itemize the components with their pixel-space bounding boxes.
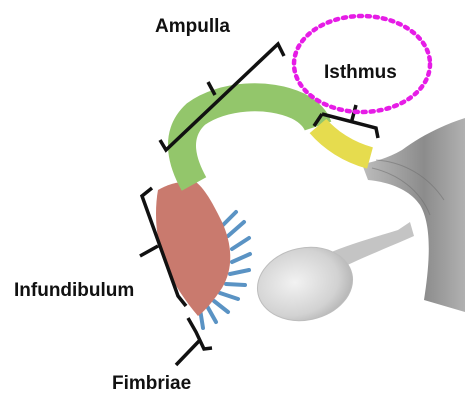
fimbria-strand	[207, 306, 216, 322]
fimbria-strand	[226, 284, 245, 285]
fimbria-strand	[230, 270, 249, 274]
fimbria-strand	[232, 254, 250, 262]
isthmus-segment	[318, 126, 370, 158]
ampulla-segment	[182, 97, 318, 184]
isthmus-label: Isthmus	[324, 62, 397, 83]
fimbria-strand	[228, 222, 244, 236]
fimbria-strand	[223, 212, 236, 225]
uterus-shape	[362, 118, 465, 312]
fimbria-strand	[214, 301, 228, 312]
infundibulum-label: Infundibulum	[14, 280, 134, 301]
ampulla-label: Ampulla	[155, 16, 230, 37]
fimbriae-bracket	[176, 318, 212, 365]
infundibulum-segment	[156, 181, 230, 316]
fimbria-strand	[232, 238, 249, 249]
fimbria-strand	[220, 293, 238, 299]
fimbriae-label: Fimbriae	[112, 373, 191, 394]
